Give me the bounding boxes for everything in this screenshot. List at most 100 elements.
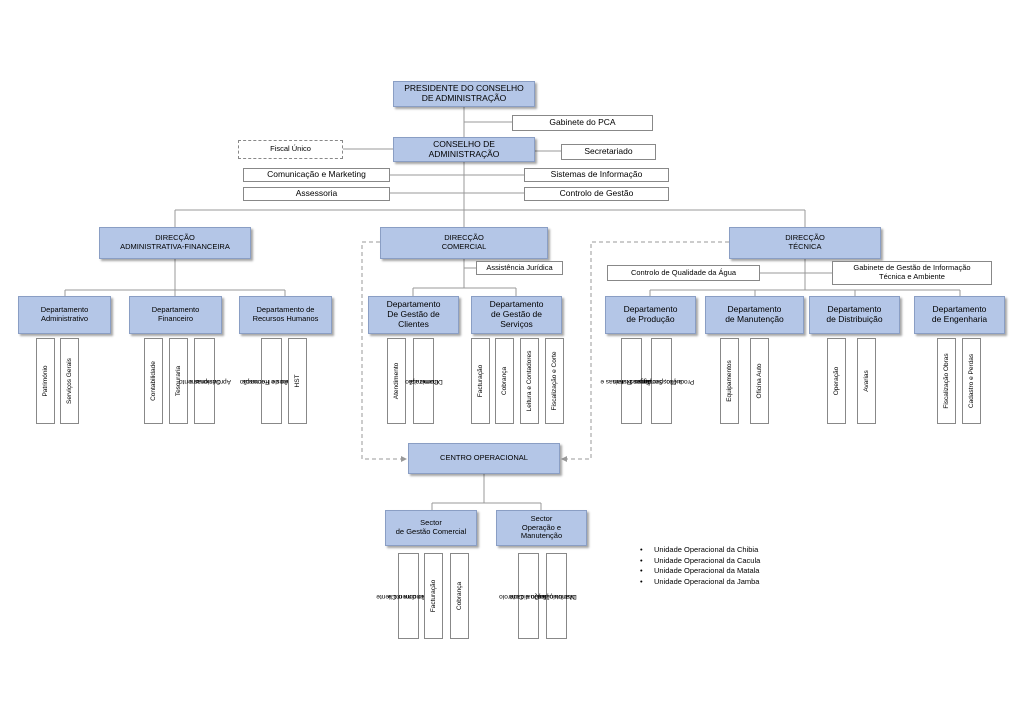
- dept-manutencao-line1: Departamento: [727, 304, 782, 315]
- sub-hst-label: HST: [293, 374, 301, 388]
- sub-atendimento: Atendimento: [387, 338, 406, 424]
- sub-distribuicao-manutencao-line2: Manutenção: [538, 592, 575, 600]
- sub-dinamizacao-line2: Comercial: [408, 377, 439, 385]
- dept-clientes-line1: Departamento: [386, 299, 441, 310]
- assistencia-juridica-label: Assistência Jurídica: [486, 262, 553, 272]
- dept-servicos-line2: de Gestão de: [490, 309, 543, 320]
- controlo-qualidade-label: Controlo de Qualidade da Água: [630, 267, 737, 277]
- gabinete-pca-label: Gabinete do PCA: [549, 117, 616, 128]
- unidades-list: Unidade Operacional da Chibia Unidade Op…: [638, 545, 760, 587]
- gabinete-gestao-info-line2: Técnica e Ambiente: [879, 272, 945, 281]
- sub-facturacao-label: Facturação: [476, 364, 484, 398]
- dept-rh-line2: Recursos Humanos: [252, 314, 319, 323]
- dept-manutencao-line2: de Manutenção: [725, 314, 784, 324]
- gabinete-gestao-info-line1: Gabinete de Gestão de Informação: [853, 263, 971, 273]
- sub-fiscalizacao-obras: Fiscalização Obras: [937, 338, 956, 424]
- sub-sector-cobranca: Cobrança: [450, 553, 469, 639]
- direccao-comercial-line2: COMERCIAL: [441, 242, 487, 251]
- sub-equipamentos-label: Equipamentos: [725, 360, 733, 402]
- dept-financeiro-line1: Departamento: [151, 305, 200, 315]
- presidente-line2: DE ADMINISTRAÇÃO: [421, 93, 507, 103]
- presidente-line1: PRESIDENTE DO CONSELHO: [404, 83, 524, 94]
- sub-cadastro-perdas-label: Cadastro e Perdas: [967, 353, 975, 409]
- sub-sector-facturacao: Facturação: [424, 553, 443, 639]
- gabinete-pca-box: Gabinete do PCA: [512, 115, 653, 131]
- dept-clientes-line2: De Gestão de: [387, 309, 440, 320]
- dept-servicos-line1: Departamento: [489, 299, 544, 310]
- sub-producao-sondagens-line2: e Prospecção: [641, 377, 682, 385]
- direccao-comercial-line1: DIRECÇÃO: [444, 233, 484, 243]
- dept-distribuicao-line1: Departamento: [827, 304, 882, 315]
- unidade-item: Unidade Operacional da Cacula: [638, 556, 760, 567]
- sub-fiscalizacao-corte-label: Fiscalização e Corte: [550, 351, 558, 411]
- sub-facturacao: Facturação: [471, 338, 490, 424]
- direccao-adm-fin-line2: ADMINISTRATIVA-FINANCEIRA: [120, 242, 230, 251]
- secretariado-box: Secretariado: [561, 144, 656, 160]
- sub-oficina-auto-label: Oficina Auto: [755, 363, 763, 399]
- controlo-gestao-box: Controlo de Gestão: [524, 187, 669, 201]
- sub-cobranca-label: Cobrança: [500, 366, 508, 396]
- dept-engenharia-line1: Departamento: [932, 304, 987, 315]
- sub-sector-facturacao-label: Facturação: [429, 579, 437, 613]
- dept-financeiro-line2: Financeiro: [157, 314, 194, 323]
- fiscal-unico-label: Fiscal Único: [270, 144, 311, 154]
- sub-equipamentos: Equipamentos: [720, 338, 739, 424]
- comunicacao-marketing-label: Comunicação e Marketing: [267, 169, 366, 180]
- sub-hst: HST: [288, 338, 307, 424]
- sub-oficina-auto: Oficina Auto: [750, 338, 769, 424]
- sub-servicos-gerais: Serviços Gerais: [60, 338, 79, 424]
- sub-avarias-label: Avarias: [862, 370, 870, 392]
- sub-patrimonio: Património: [36, 338, 55, 424]
- dept-administrativo-line1: Departamento: [40, 305, 89, 315]
- secretariado-label: Secretariado: [584, 146, 633, 157]
- unidade-item: Unidade Operacional da Chibia: [638, 545, 760, 556]
- sub-patrimonio-label: Património: [41, 365, 49, 397]
- assessoria-box: Assessoria: [243, 187, 390, 201]
- dept-clientes-line3: Clientes: [398, 318, 429, 329]
- dept-producao-line1: Departamento: [623, 304, 678, 315]
- assessoria-label: Assessoria: [295, 188, 338, 199]
- sector-comercial-line2: de Gestão Comercial: [395, 527, 467, 536]
- sistemas-informacao-box: Sistemas de Informação: [524, 168, 669, 182]
- sector-comercial-line1: Sector: [420, 518, 442, 528]
- direccao-adm-fin-line1: DIRECÇÃO: [155, 233, 195, 243]
- sub-fiscalizacao-obras-label: Fiscalização Obras: [942, 353, 950, 409]
- sistemas-informacao-label: Sistemas de Informação: [550, 169, 643, 180]
- direccao-tecnica-line1: DIRECÇÃO: [785, 233, 825, 243]
- sub-fiscalizacao-corte: Fiscalização e Corte: [545, 338, 564, 424]
- sub-operacao: Operação: [827, 338, 846, 424]
- direccao-tecnica-line2: TÉCNICA: [788, 242, 822, 251]
- unidade-item: Unidade Operacional da Matala: [638, 566, 760, 577]
- sub-operacao-label: Operação: [832, 366, 840, 396]
- fiscal-unico-box: Fiscal Único: [238, 140, 343, 159]
- controlo-qualidade-box: Controlo de Qualidade da Água: [607, 265, 760, 281]
- sub-avarias: Avarias: [857, 338, 876, 424]
- sub-leitura-contadores: Leitura e Contadores: [520, 338, 539, 424]
- controlo-gestao-label: Controlo de Gestão: [559, 188, 634, 199]
- sector-operacao-line2: Operação e: [521, 522, 562, 532]
- assistencia-juridica-box: Assistência Jurídica: [476, 261, 563, 275]
- dept-engenharia-line2: de Engenharia: [931, 314, 988, 324]
